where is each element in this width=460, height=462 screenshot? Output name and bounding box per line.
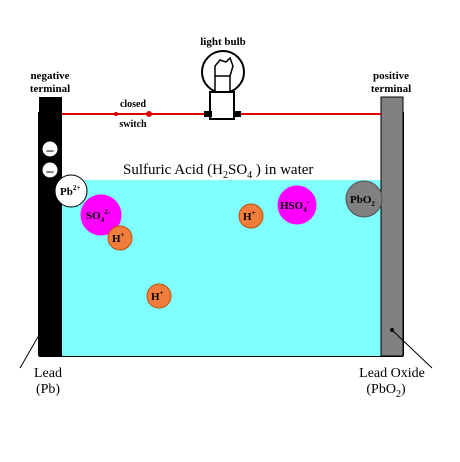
svg-text:H+: H+: [151, 289, 164, 303]
electron-2: –: [41, 161, 59, 179]
negative-terminal-label-2: terminal: [30, 83, 70, 95]
light-bulb-icon: [201, 50, 245, 120]
switch-contact-left: [114, 112, 118, 116]
pointer-dot: [390, 328, 394, 332]
lead-label-1: Lead: [34, 366, 62, 381]
svg-text:Pb2+: Pb2+: [60, 184, 80, 198]
svg-text:–: –: [46, 164, 55, 179]
positive-plate: [380, 96, 404, 357]
lead-oxide-molecule: PbO2: [345, 180, 383, 218]
switch-label-2: switch: [119, 119, 147, 130]
lead-oxide-label-2: (PbO2): [366, 382, 406, 400]
bulb-label: light bulb: [200, 36, 246, 48]
sulfate-ion: SO42-: [80, 194, 122, 236]
electron-1: –: [41, 140, 59, 158]
svg-text:H+: H+: [243, 209, 256, 223]
lead-label-2: (Pb): [36, 382, 60, 397]
switch-contact-right: [146, 111, 152, 117]
svg-text:H+: H+: [112, 231, 125, 245]
lead-oxide-label-1: Lead Oxide: [359, 366, 425, 381]
switch-label-1: closed: [120, 99, 147, 110]
positive-terminal-label-1: positive: [373, 70, 409, 82]
solution-title: Sulfuric Acid (H2SO4 ) in water: [123, 162, 313, 181]
svg-text:HSO4-: HSO4-: [280, 198, 310, 214]
bisulfate-ion: HSO4-: [277, 185, 317, 225]
lead-pointer: [19, 329, 43, 369]
svg-text:SO42-: SO42-: [86, 208, 111, 224]
svg-text:–: –: [46, 143, 55, 158]
negative-plate: [39, 97, 62, 356]
positive-terminal-label-2: terminal: [371, 83, 411, 95]
lead-oxide-pointer: [391, 329, 433, 369]
hydrogen-ion-2: H+: [238, 203, 264, 229]
negative-terminal-label-1: negative: [30, 70, 69, 82]
lead-ion: Pb2+: [54, 174, 88, 208]
svg-text:PbO2: PbO2: [350, 194, 375, 208]
hydrogen-ion-1: H+: [107, 225, 133, 251]
hydrogen-ion-3: H+: [146, 283, 172, 309]
